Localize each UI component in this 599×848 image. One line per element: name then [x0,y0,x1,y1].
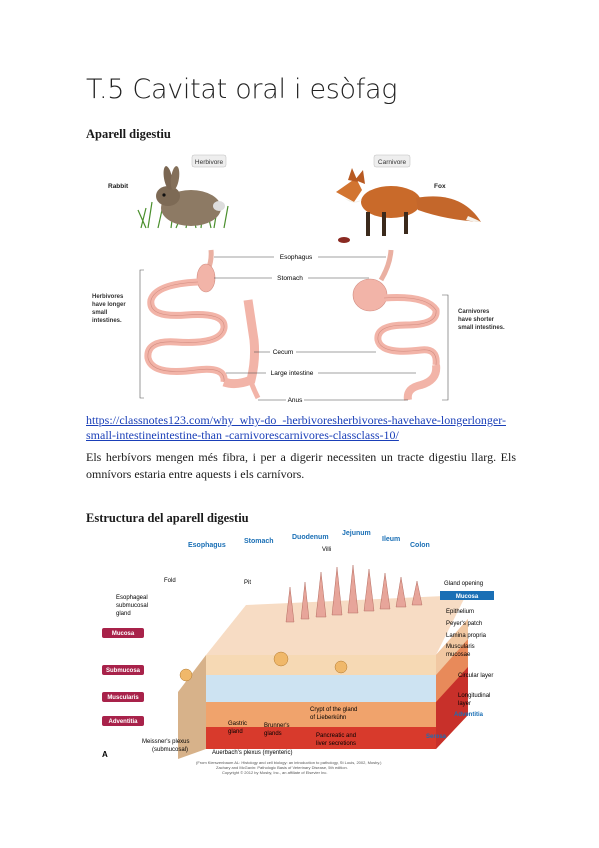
svg-text:Copyright © 2012 by Mosby, Inc: Copyright © 2012 by Mosby, Inc., an affi… [222,770,328,775]
auerbach-label: Auerbach's plexus (myenteric) [212,750,293,756]
section-heading-structure: Estructura del aparell digestiu [86,511,249,525]
meissner-label: Meissner's plexus(submucosal) [142,739,190,753]
region-stomach: Stomach [244,538,274,545]
serosa-label: Serosa [426,734,447,740]
carnivore-note: Carnivores have shorter small intestines… [458,309,505,331]
leader-lines [214,256,416,401]
figure-credit: (From Kierszenbaum AL: Histology and cel… [196,760,382,775]
fold-label: Fold [164,578,176,584]
layer-muscularis: Muscularis [107,695,139,701]
adventitia-right-label: Adventitia [454,712,484,718]
layer-submucosa: Submucosa [106,668,141,674]
rabbit-illustration [156,166,225,226]
region-ileum: Ileum [382,536,400,543]
region-labels: Esophagus Stomach Duodenum Jejunum Ileum… [188,530,430,549]
stomach-label: Stomach [277,275,303,282]
right-labels: Epithelium Peyer's patch Lamina propria … [446,609,493,707]
region-duodenum: Duodenum [292,534,329,541]
cecum-label: Cecum [273,349,294,356]
page-title: T.5 Cavitat oral i esòfag [86,74,398,105]
gland-opening-label: Gland opening [444,581,483,587]
gut-wall-structure-figure: Esophagus Stomach Duodenum Jejunum Ileum… [102,530,494,775]
villi-label: Villi [322,547,331,553]
region-jejunum: Jejunum [342,530,371,537]
figure-letter: A [102,750,108,759]
mucosa-right-label: Mucosa [456,594,479,600]
herbivore-tag: Herbivore [195,159,224,166]
region-colon: Colon [410,542,430,549]
rabbit-label: Rabbit [108,183,129,190]
layer-mucosa: Mucosa [112,631,135,637]
left-layer-tags: Mucosa Submucosa Muscularis Adventitia [102,628,144,726]
fox-label: Fox [434,183,446,190]
anus-label: Anus [288,397,304,404]
villi [285,564,423,623]
body-paragraph: Els herbívors mengen més fibra, i per a … [86,450,516,481]
section-heading-digestive: Aparell digestiu [86,127,171,141]
esophagus-label: Esophagus [280,254,313,261]
herbivore-carnivore-figure: Herbivore Rabbit Carnivore Fox [92,154,505,404]
epithelium-label: Epithelium [446,609,474,615]
lamina-propria-label: Lamina propria [446,633,487,639]
herbivore-gut [144,249,261,400]
source-link[interactable]: https://classnotes123.com/why_why-do_-he… [86,413,506,442]
pit-label: Pit [244,580,251,586]
carnivore-tag: Carnivore [378,159,407,166]
peyers-patch-label: Peyer's patch [446,621,482,627]
layer-adventitia: Adventitia [108,719,138,725]
fox-illustration [336,168,481,243]
glands [179,651,348,682]
gut-wall-block [178,595,468,759]
carnivore-gut [352,249,441,401]
circular-layer-label: Circular layer [458,673,493,679]
svg-text:Zachary and McGavin: Pathologi: Zachary and McGavin: Pathologic Basis of… [216,765,348,770]
large-intestine-label: Large intestine [271,370,314,377]
herbivore-note: Herbivores have longer small intestines. [92,294,127,324]
esophageal-gland-label: Esophageal submucosal gland [116,595,150,617]
svg-text:(From Kierszenbaum AL: Histolo: (From Kierszenbaum AL: Histology and cel… [196,760,382,765]
region-esophagus: Esophagus [188,542,226,549]
